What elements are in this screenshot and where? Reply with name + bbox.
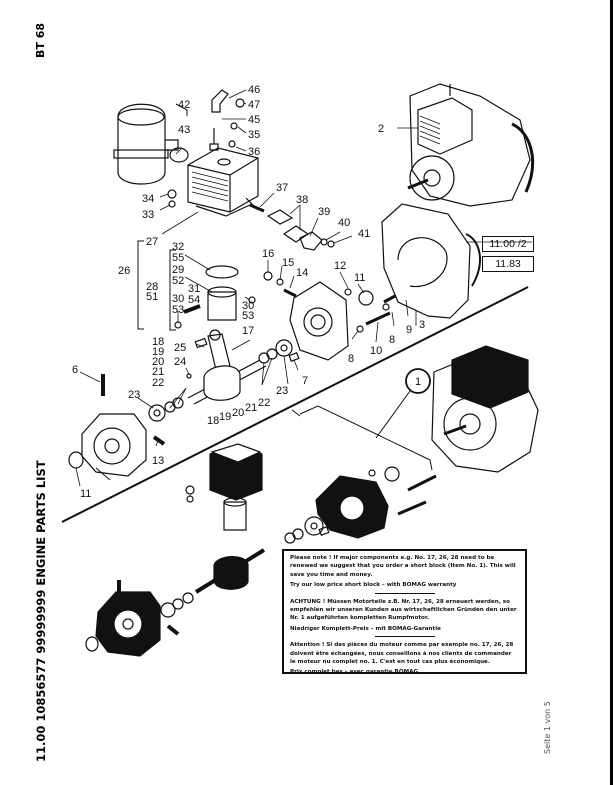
callout-21b: 21: [245, 402, 257, 414]
short-block-callout-circle: [405, 368, 431, 394]
note-fr-tag: Prix complet bas – avec garantie BOMAG: [290, 669, 419, 676]
callout-39: 39: [318, 206, 330, 218]
callout-25: 25: [174, 342, 186, 354]
callout-18a: 18: [152, 336, 164, 348]
callout-34: 34: [142, 193, 154, 205]
note-de-body: ACHTUNG ! Müssen Motorteile z.B. Nr. 17,…: [290, 598, 517, 622]
callout-15: 15: [282, 257, 294, 269]
callout-53-right: 53: [242, 310, 254, 322]
short-block-drawing: [431, 345, 539, 473]
callout-55: 55: [172, 252, 184, 264]
callout-8b: 8: [389, 334, 395, 346]
note-en-body: Please note ! If major components e.g. N…: [290, 555, 516, 578]
callout-9: 9: [406, 324, 412, 336]
callout-28: 28: [146, 281, 158, 293]
callout-20a: 20: [152, 356, 164, 368]
callout-2: 2: [378, 123, 384, 135]
callout-35: 35: [248, 129, 260, 141]
callout-23-left: 23: [128, 389, 140, 401]
callout-3: 3: [419, 319, 425, 331]
short-block-note: Please note ! If major components e.g. N…: [282, 549, 527, 676]
callout-53-left: 53: [172, 304, 184, 316]
callout-33: 33: [142, 209, 154, 221]
callout-45: 45: [248, 114, 260, 126]
callout-26: 26: [118, 265, 130, 277]
callout-46: 46: [248, 84, 260, 96]
fan-cover-drawing: [381, 203, 481, 319]
callout-19a: 19: [152, 346, 164, 358]
note-fr-body: Attention ! Si des pièces du moteur comm…: [290, 642, 514, 666]
callout-1: 1: [415, 376, 421, 388]
callout-11-top: 11: [354, 272, 365, 284]
callout-20b: 20: [232, 407, 244, 419]
callout-11-bottom: 11: [80, 488, 91, 500]
callout-19b: 19: [219, 411, 231, 423]
callout-14: 14: [296, 267, 308, 279]
callout-52: 52: [172, 275, 184, 287]
note-separator: [374, 636, 435, 638]
callout-32: 32: [172, 241, 184, 253]
air-filter-drawing: [113, 103, 179, 185]
callout-47: 47: [248, 99, 260, 111]
page-edge: [610, 0, 613, 785]
plug-cap-drawing: [211, 89, 229, 113]
callout-38: 38: [296, 194, 308, 206]
callout-36: 36: [248, 146, 260, 158]
callout-42: 42: [178, 99, 190, 111]
crankcase-drawing: [289, 281, 349, 361]
callout-24: 24: [174, 356, 186, 368]
callout-31: 31: [188, 283, 200, 295]
callout-16: 16: [262, 248, 274, 260]
callout-22b: 22: [258, 397, 270, 409]
piston-drawing: [207, 291, 237, 321]
callout-30-left: 30: [172, 293, 184, 305]
callout-21a: 21: [152, 366, 164, 378]
reference-box-group: 11.00 /2: [482, 236, 534, 252]
callout-23-right: 23: [276, 385, 288, 397]
note-en-tag: Try our low price short block – with BOM…: [290, 582, 457, 589]
spark-plug-drawing: [209, 128, 219, 151]
note-de-tag: Niedriger Komplett-Preis – mit BOMAG-Gar…: [290, 625, 441, 632]
callout-41: 41: [358, 228, 370, 240]
callout-27: 27: [146, 236, 158, 248]
crankshaft-drawing: [187, 329, 267, 405]
callout-6: 6: [72, 364, 78, 376]
bracket-26: [137, 240, 144, 330]
exploded-short-block-parts: [85, 443, 437, 657]
callout-30-right: 30: [242, 300, 254, 312]
callout-29: 29: [172, 264, 184, 276]
callout-37: 37: [276, 182, 288, 194]
callout-54: 54: [188, 294, 200, 306]
callout-17: 17: [242, 325, 254, 337]
section-divider: [61, 286, 529, 523]
note-separator: [374, 592, 435, 594]
cylinder-drawing: [187, 147, 259, 217]
bracket-28: [169, 249, 176, 331]
callout-13: 13: [152, 455, 164, 467]
callout-40: 40: [338, 217, 350, 229]
reference-box-next: 11.83: [482, 256, 534, 272]
callout-22a: 22: [152, 377, 164, 389]
crankcase-left-drawing: [81, 413, 147, 477]
engine-assembly-drawing: [407, 83, 535, 207]
callout-8a: 8: [348, 353, 354, 365]
callout-43: 43: [178, 124, 190, 136]
piston-ring-drawing: [205, 265, 239, 279]
clamp-drawing: [169, 147, 189, 163]
callout-7: 7: [302, 375, 308, 387]
callout-18b: 18: [207, 415, 219, 427]
callout-51: 51: [146, 291, 158, 303]
callout-12: 12: [334, 260, 346, 272]
callout-10: 10: [370, 345, 382, 357]
